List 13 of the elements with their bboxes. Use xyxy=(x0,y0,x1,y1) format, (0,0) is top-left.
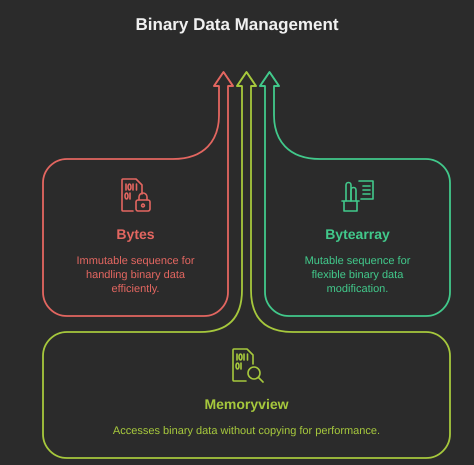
hollow-arrow xyxy=(259,71,321,160)
panel-title: Bytearray xyxy=(325,225,390,243)
info-panel xyxy=(265,159,450,316)
info-panel xyxy=(43,159,228,316)
hollow-arrow xyxy=(172,71,234,160)
panel-description: Mutable sequence for flexible binary data modification. xyxy=(304,254,412,296)
diagram-title: Binary Data Management xyxy=(135,14,339,36)
panel-description: Accesses binary data without copying for performance. xyxy=(112,424,382,438)
panel-description: Immutable sequence for handling binary data efficiently. xyxy=(75,254,196,296)
panel-title: Memoryview xyxy=(204,395,289,413)
hollow-arrow xyxy=(199,71,294,333)
info-panel xyxy=(43,332,450,458)
panel-title: Bytes xyxy=(116,225,155,243)
